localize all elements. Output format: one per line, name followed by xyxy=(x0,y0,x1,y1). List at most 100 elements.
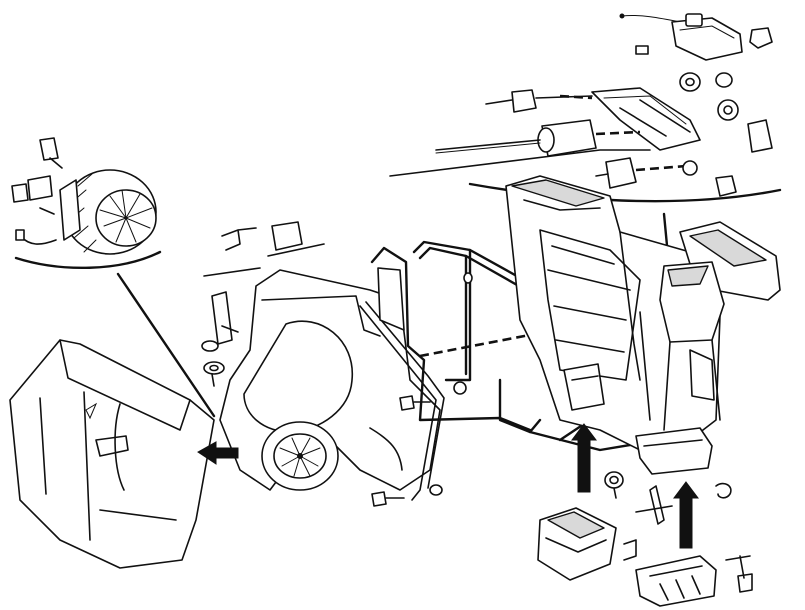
motor-body xyxy=(59,179,81,241)
lever-bracket-edge xyxy=(603,95,687,125)
top-wire xyxy=(621,15,681,23)
pin xyxy=(39,207,55,215)
housing-screw-1 xyxy=(399,395,415,411)
actuator-3-dash xyxy=(635,164,687,172)
housing-grommet xyxy=(453,381,467,395)
detail-callout-leader-left xyxy=(116,272,216,418)
actuator-1-dash xyxy=(559,94,593,100)
drain-box-clip xyxy=(623,539,637,561)
frame-clip xyxy=(463,272,473,284)
frame-loop-3 xyxy=(498,378,542,434)
link-clip xyxy=(221,227,257,251)
grommet-3-hole xyxy=(723,105,733,115)
housing-cover xyxy=(9,339,215,569)
blower-vanes xyxy=(99,189,153,243)
arrow-up-right xyxy=(673,481,699,549)
nut-lower xyxy=(715,175,737,197)
arrow-cover-to-housing xyxy=(197,441,239,465)
actuator-1-rod xyxy=(485,99,513,105)
actuator-1-body xyxy=(511,89,537,113)
housing-edge-top xyxy=(261,295,381,337)
switch-block-detail xyxy=(679,25,735,39)
detail-callout-arc-left xyxy=(14,250,162,270)
lever-rods xyxy=(619,99,691,137)
duct-lower-opening xyxy=(667,265,709,287)
grommet-1-hole xyxy=(685,77,695,87)
case-top-opening xyxy=(511,179,605,207)
case-divider xyxy=(619,231,641,381)
actuator-3-rod xyxy=(595,173,609,177)
evaporator-case xyxy=(505,175,781,475)
housing-scroll xyxy=(243,320,353,433)
cover-recess xyxy=(95,435,129,457)
connector-block xyxy=(27,175,53,201)
actuator-2-rod-b xyxy=(435,142,541,154)
cover-top-edge xyxy=(59,339,191,431)
drain-grommet-stem xyxy=(613,487,617,499)
case-inner-frame xyxy=(539,229,641,381)
switch-block xyxy=(671,17,743,61)
fan-vanes xyxy=(279,437,321,477)
frame-panel-face xyxy=(377,267,405,331)
small-bolt xyxy=(635,45,649,55)
clip-part xyxy=(747,119,773,153)
link-block xyxy=(271,221,303,251)
spring-clip xyxy=(715,482,732,499)
housing-tube-2 xyxy=(365,301,445,489)
lower-screw xyxy=(725,555,751,561)
bracket-pin xyxy=(221,325,239,333)
grommet-lower-hole xyxy=(209,364,219,372)
lower-clip-stem xyxy=(739,555,745,579)
bracket-arm xyxy=(211,291,233,345)
actuator-2-rod xyxy=(435,139,541,151)
lower-clip xyxy=(737,573,753,593)
screw-shaft xyxy=(49,157,63,169)
flap-link-detail xyxy=(201,221,325,387)
case-side-block xyxy=(563,363,605,411)
duct-outlet-opening xyxy=(689,229,767,267)
housing-tube-1 xyxy=(359,305,437,501)
housing-screw-2 xyxy=(371,491,387,507)
connector-plug xyxy=(11,183,29,203)
link-rod-2 xyxy=(203,267,261,277)
link-rod xyxy=(267,243,325,257)
vacuum-actuator-assembly xyxy=(389,13,773,197)
bottom-parts xyxy=(537,471,753,607)
lever-bracket xyxy=(591,87,701,151)
case-side-block-rim xyxy=(571,375,599,381)
wire-lead xyxy=(19,235,57,245)
rubber-grommet xyxy=(749,27,773,49)
drain-box-rim xyxy=(545,537,607,553)
housing-lip xyxy=(369,427,403,471)
grommet-pin xyxy=(211,373,215,387)
frame-panel-left xyxy=(370,246,532,432)
frame-loop-1b xyxy=(418,246,468,376)
drain-box-opening xyxy=(547,511,605,539)
link-lever-rod xyxy=(635,505,673,513)
cover-rib-2 xyxy=(83,391,91,541)
case-inner-slats xyxy=(547,245,631,353)
lower-duct-ribs xyxy=(649,565,703,601)
fan-hub xyxy=(297,453,303,459)
actuator-3-body xyxy=(605,157,637,189)
case-bottom-outlet xyxy=(635,427,713,475)
case-top-rim xyxy=(523,199,601,211)
housing-nut xyxy=(429,484,443,496)
control-cable xyxy=(389,149,651,177)
switch-cap xyxy=(685,13,703,27)
drain-grommet-hole xyxy=(609,475,619,485)
link-lever xyxy=(649,485,665,525)
actuator-2-dash xyxy=(595,130,641,136)
duct-legs xyxy=(663,339,721,431)
pivot-nut xyxy=(682,160,698,176)
washer xyxy=(201,340,219,352)
grommet-2 xyxy=(715,72,733,88)
duct-flap xyxy=(689,349,715,401)
blower-motor-detail xyxy=(11,137,157,255)
wire-terminal xyxy=(15,229,25,241)
cover-rib-1 xyxy=(39,397,47,495)
cover-rib-3 xyxy=(114,403,125,491)
screw-top xyxy=(39,137,59,161)
